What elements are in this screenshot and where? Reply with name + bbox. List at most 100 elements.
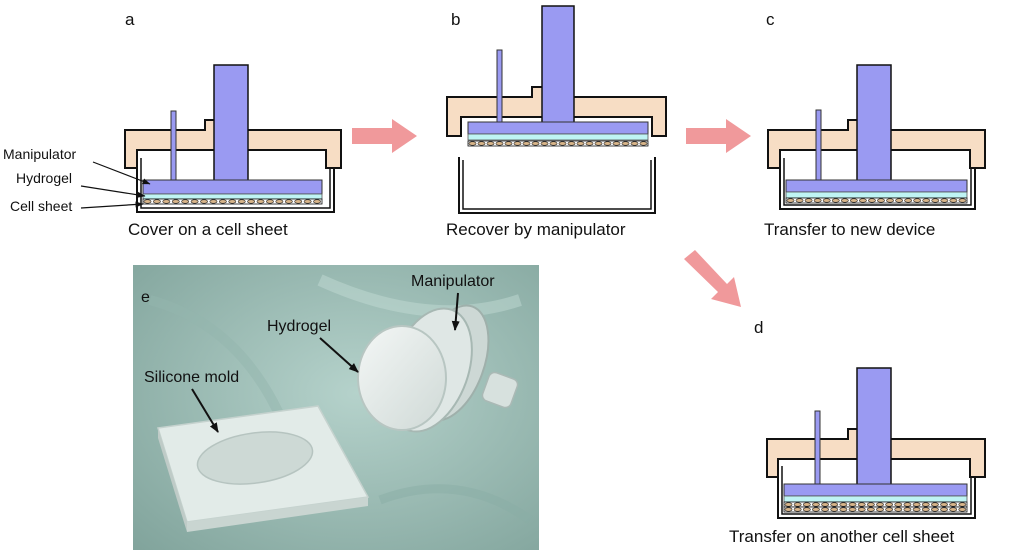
cell bbox=[284, 199, 293, 204]
cell bbox=[866, 507, 875, 512]
cell bbox=[940, 507, 948, 512]
label-cell-sheet: Cell sheet bbox=[10, 198, 72, 214]
manipulator-needle bbox=[496, 49, 503, 123]
cell bbox=[876, 507, 884, 512]
manipulator-needle bbox=[814, 410, 821, 491]
cell bbox=[558, 141, 567, 146]
cell bbox=[904, 198, 913, 203]
flow-arrow-b-c bbox=[686, 119, 751, 153]
cell bbox=[821, 502, 829, 507]
cell bbox=[630, 141, 639, 146]
manipulator-plate bbox=[467, 121, 649, 135]
cell bbox=[504, 141, 513, 146]
manipulator-plate bbox=[142, 179, 323, 195]
culture-dish bbox=[458, 157, 656, 214]
cell bbox=[594, 141, 603, 146]
panel-letter-a: a bbox=[125, 10, 135, 29]
flow-arrow-b-d bbox=[684, 250, 741, 307]
cell bbox=[857, 502, 866, 507]
cell bbox=[612, 141, 621, 146]
cell bbox=[639, 141, 648, 146]
cell bbox=[849, 198, 858, 203]
cell bbox=[813, 198, 822, 203]
photo-label-hydrogel: Hydrogel bbox=[267, 318, 331, 335]
manipulator-plate bbox=[785, 179, 968, 193]
cell-sheet-base bbox=[467, 140, 649, 147]
cell bbox=[522, 141, 531, 146]
cell bbox=[266, 199, 274, 204]
cell bbox=[486, 141, 495, 146]
cell bbox=[876, 502, 884, 507]
cell bbox=[894, 502, 903, 507]
cell bbox=[839, 502, 848, 507]
hydrogel-layer bbox=[783, 495, 968, 503]
cell bbox=[822, 198, 831, 203]
cell bbox=[895, 198, 903, 203]
cell bbox=[621, 141, 630, 146]
cell bbox=[940, 502, 948, 507]
cell bbox=[949, 198, 958, 203]
cell bbox=[859, 198, 867, 203]
cell bbox=[162, 199, 171, 204]
cell bbox=[603, 141, 612, 146]
cell bbox=[793, 502, 802, 507]
cell bbox=[513, 141, 522, 146]
cell bbox=[912, 507, 921, 512]
cell bbox=[848, 502, 857, 507]
silicone-mold bbox=[157, 405, 370, 532]
cell bbox=[831, 198, 840, 203]
caption-a: Cover on a cell sheet bbox=[128, 220, 288, 239]
cell bbox=[958, 502, 967, 507]
cell bbox=[922, 198, 931, 203]
cell-sheet bbox=[783, 501, 968, 508]
cell bbox=[200, 199, 208, 204]
cell bbox=[940, 198, 949, 203]
label-manipulator: Manipulator bbox=[3, 146, 76, 162]
cell bbox=[294, 199, 303, 204]
manipulator-stem bbox=[213, 64, 249, 186]
manipulator-plate bbox=[783, 483, 968, 497]
panel-letter-e: e bbox=[141, 289, 150, 306]
caption-c: Transfer to new device bbox=[764, 220, 935, 239]
culture-dish bbox=[136, 155, 335, 213]
cell bbox=[143, 199, 152, 204]
caption-b: Recover by manipulator bbox=[446, 220, 626, 239]
manipulator-needle bbox=[815, 109, 822, 184]
cell bbox=[931, 502, 939, 507]
cell bbox=[857, 507, 866, 512]
cell bbox=[931, 507, 939, 512]
manipulator-stem bbox=[856, 64, 892, 184]
cell bbox=[181, 199, 190, 204]
cell bbox=[275, 199, 284, 204]
cell bbox=[153, 199, 161, 204]
cell bbox=[802, 502, 811, 507]
cell bbox=[228, 199, 237, 204]
cell bbox=[839, 507, 848, 512]
cell bbox=[247, 199, 256, 204]
hydrogel-layer bbox=[785, 191, 968, 199]
cell bbox=[209, 199, 218, 204]
manipulator-stem bbox=[856, 367, 892, 491]
cell bbox=[784, 502, 793, 507]
cell-sheet-base bbox=[785, 197, 968, 204]
manipulator-needle bbox=[170, 110, 177, 184]
culture-dish bbox=[779, 155, 976, 210]
culture-dish bbox=[777, 463, 976, 519]
panel-b: b bbox=[446, 5, 667, 214]
cell bbox=[812, 502, 820, 507]
cell bbox=[949, 507, 958, 512]
hydrogel-layer bbox=[142, 193, 323, 200]
cell bbox=[821, 507, 829, 512]
cell-sheet-bottom bbox=[783, 506, 968, 513]
caption-d: Transfer on another cell sheet bbox=[729, 527, 954, 546]
cell bbox=[804, 198, 813, 203]
manipulator-device bbox=[357, 304, 519, 433]
cell bbox=[903, 507, 912, 512]
cell bbox=[830, 502, 839, 507]
panel-e-photo: e Manipulator Hydrogel Silicone mold bbox=[133, 265, 539, 550]
cell bbox=[495, 141, 504, 146]
label-hydrogel: Hydrogel bbox=[16, 170, 72, 186]
flow-arrow-a-b bbox=[352, 119, 417, 153]
cell bbox=[830, 507, 839, 512]
